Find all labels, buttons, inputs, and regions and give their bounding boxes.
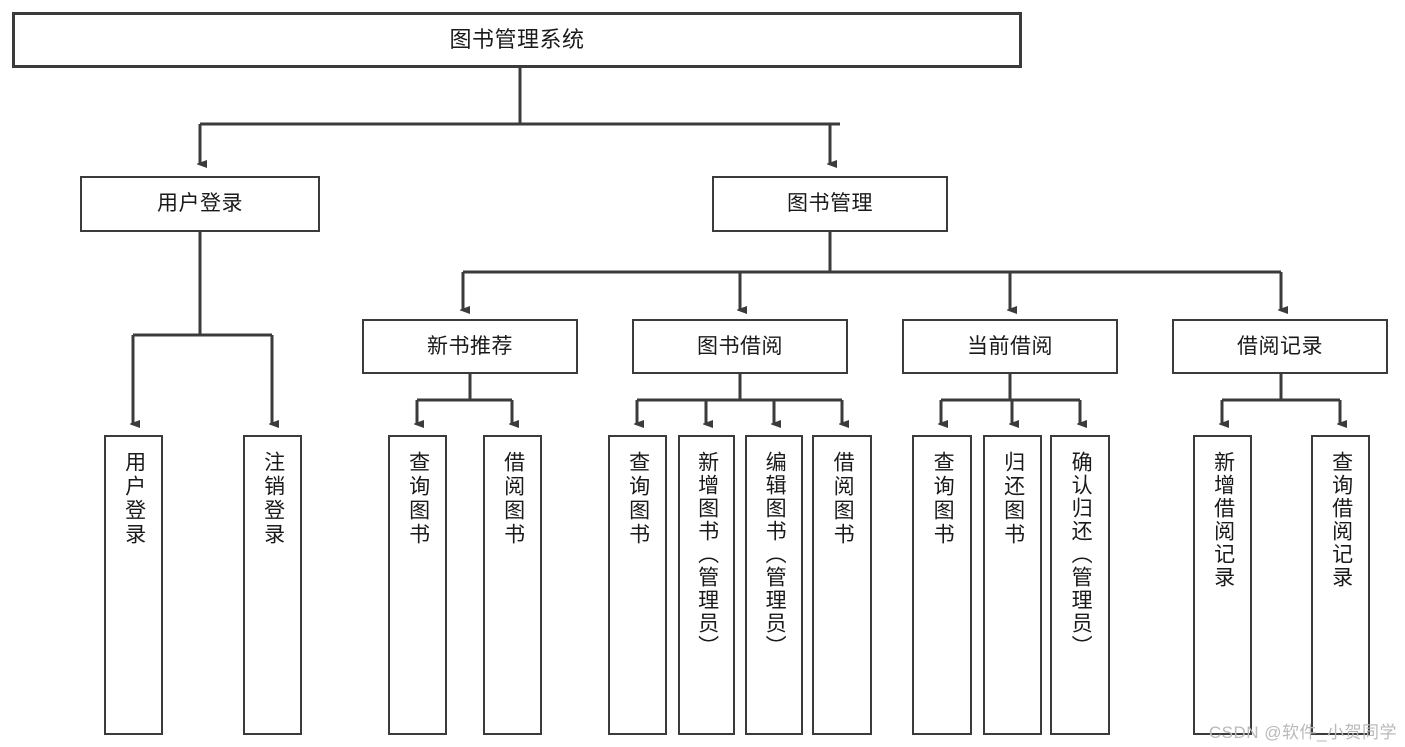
node-label: 查询借阅记录: [1329, 451, 1353, 589]
node-label: 图书管理系统: [449, 26, 585, 52]
node-book-management[interactable]: 图书管理: [712, 176, 948, 232]
leaf-query-borrow-record[interactable]: 查询借阅记录: [1311, 435, 1370, 735]
node-label: 用户登录: [122, 451, 146, 547]
watermark-text: CSDN @软件_小贺同学: [1208, 723, 1397, 742]
node-label: 图书借阅: [697, 334, 783, 358]
node-label: 新书推荐: [427, 334, 513, 358]
node-label: 新增借阅记录: [1211, 451, 1235, 589]
node-root-system[interactable]: 图书管理系统: [12, 12, 1022, 68]
node-label: 用户登录: [157, 192, 243, 216]
node-borrow-record[interactable]: 借阅记录: [1172, 319, 1388, 374]
leaf-edit-book-admin[interactable]: 编辑图书（管理员）: [745, 435, 803, 735]
node-new-book-recommend[interactable]: 新书推荐: [362, 319, 578, 374]
node-label: 新增图书（管理员）: [695, 451, 719, 658]
node-label: 注销登录: [261, 451, 285, 547]
leaf-user-login[interactable]: 用户登录: [104, 435, 163, 735]
node-label: 查询图书: [406, 451, 430, 547]
node-label: 编辑图书（管理员）: [763, 451, 787, 658]
leaf-add-borrow-record[interactable]: 新增借阅记录: [1193, 435, 1252, 735]
leaf-add-book-admin[interactable]: 新增图书（管理员）: [678, 435, 735, 735]
leaf-query-book-borrow[interactable]: 查询图书: [608, 435, 667, 735]
node-label: 借阅图书: [501, 451, 525, 547]
node-user-login[interactable]: 用户登录: [80, 176, 320, 232]
node-label: 查询图书: [626, 451, 650, 547]
node-label: 归还图书: [1001, 451, 1025, 547]
node-label: 借阅记录: [1237, 334, 1323, 358]
node-label: 当前借阅: [967, 334, 1053, 358]
leaf-borrow-book[interactable]: 借阅图书: [812, 435, 872, 735]
node-current-borrow[interactable]: 当前借阅: [902, 319, 1118, 374]
node-label: 借阅图书: [831, 451, 855, 547]
leaf-return-book[interactable]: 归还图书: [983, 435, 1042, 735]
leaf-borrow-book-recommend[interactable]: 借阅图书: [483, 435, 542, 735]
node-label: 图书管理: [787, 192, 873, 216]
leaf-logout[interactable]: 注销登录: [243, 435, 302, 735]
node-label: 查询图书: [931, 451, 955, 547]
leaf-confirm-return-admin[interactable]: 确认归还（管理员）: [1050, 435, 1110, 735]
node-book-borrow[interactable]: 图书借阅: [632, 319, 848, 374]
leaf-query-book-current[interactable]: 查询图书: [912, 435, 972, 735]
node-label: 确认归还（管理员）: [1069, 451, 1093, 658]
leaf-query-book-recommend[interactable]: 查询图书: [388, 435, 447, 735]
